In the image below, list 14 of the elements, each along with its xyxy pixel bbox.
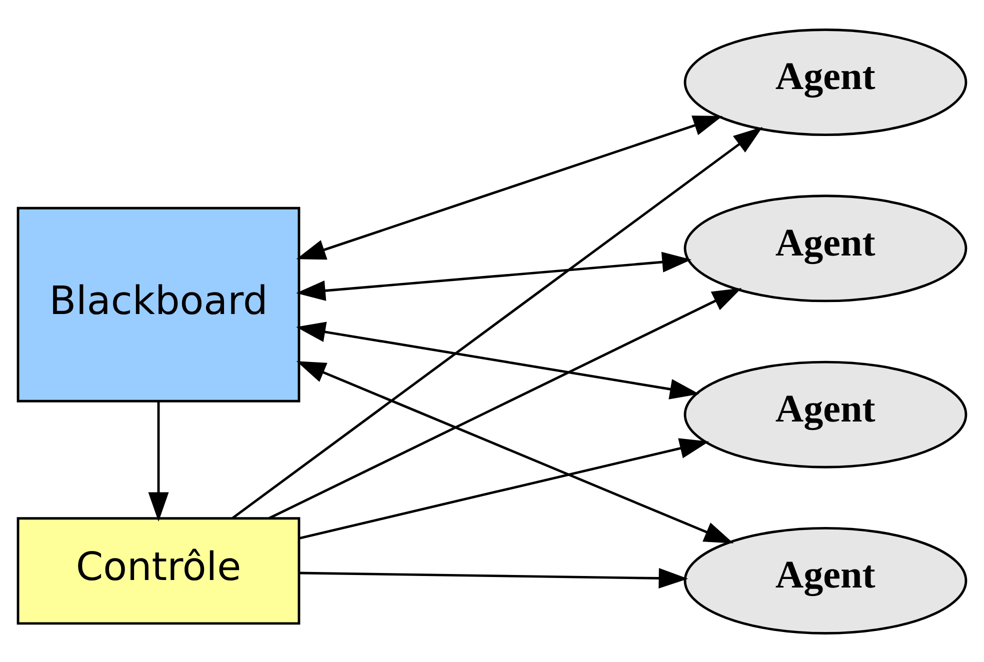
arrow xyxy=(299,438,710,539)
arrow xyxy=(296,115,723,260)
arrow xyxy=(296,321,700,399)
arrow xyxy=(296,360,734,543)
node-ellipse: Agent xyxy=(684,526,968,634)
node-box: Contrôle xyxy=(16,516,300,624)
arrow xyxy=(232,126,763,519)
arrow xyxy=(300,568,688,588)
node-ellipse: Agent xyxy=(684,194,968,302)
node-ellipse: Agent xyxy=(684,360,968,468)
node-box: Blackboard xyxy=(16,206,300,402)
arrow xyxy=(296,251,692,300)
arrow xyxy=(268,288,742,519)
arrow xyxy=(148,400,169,522)
